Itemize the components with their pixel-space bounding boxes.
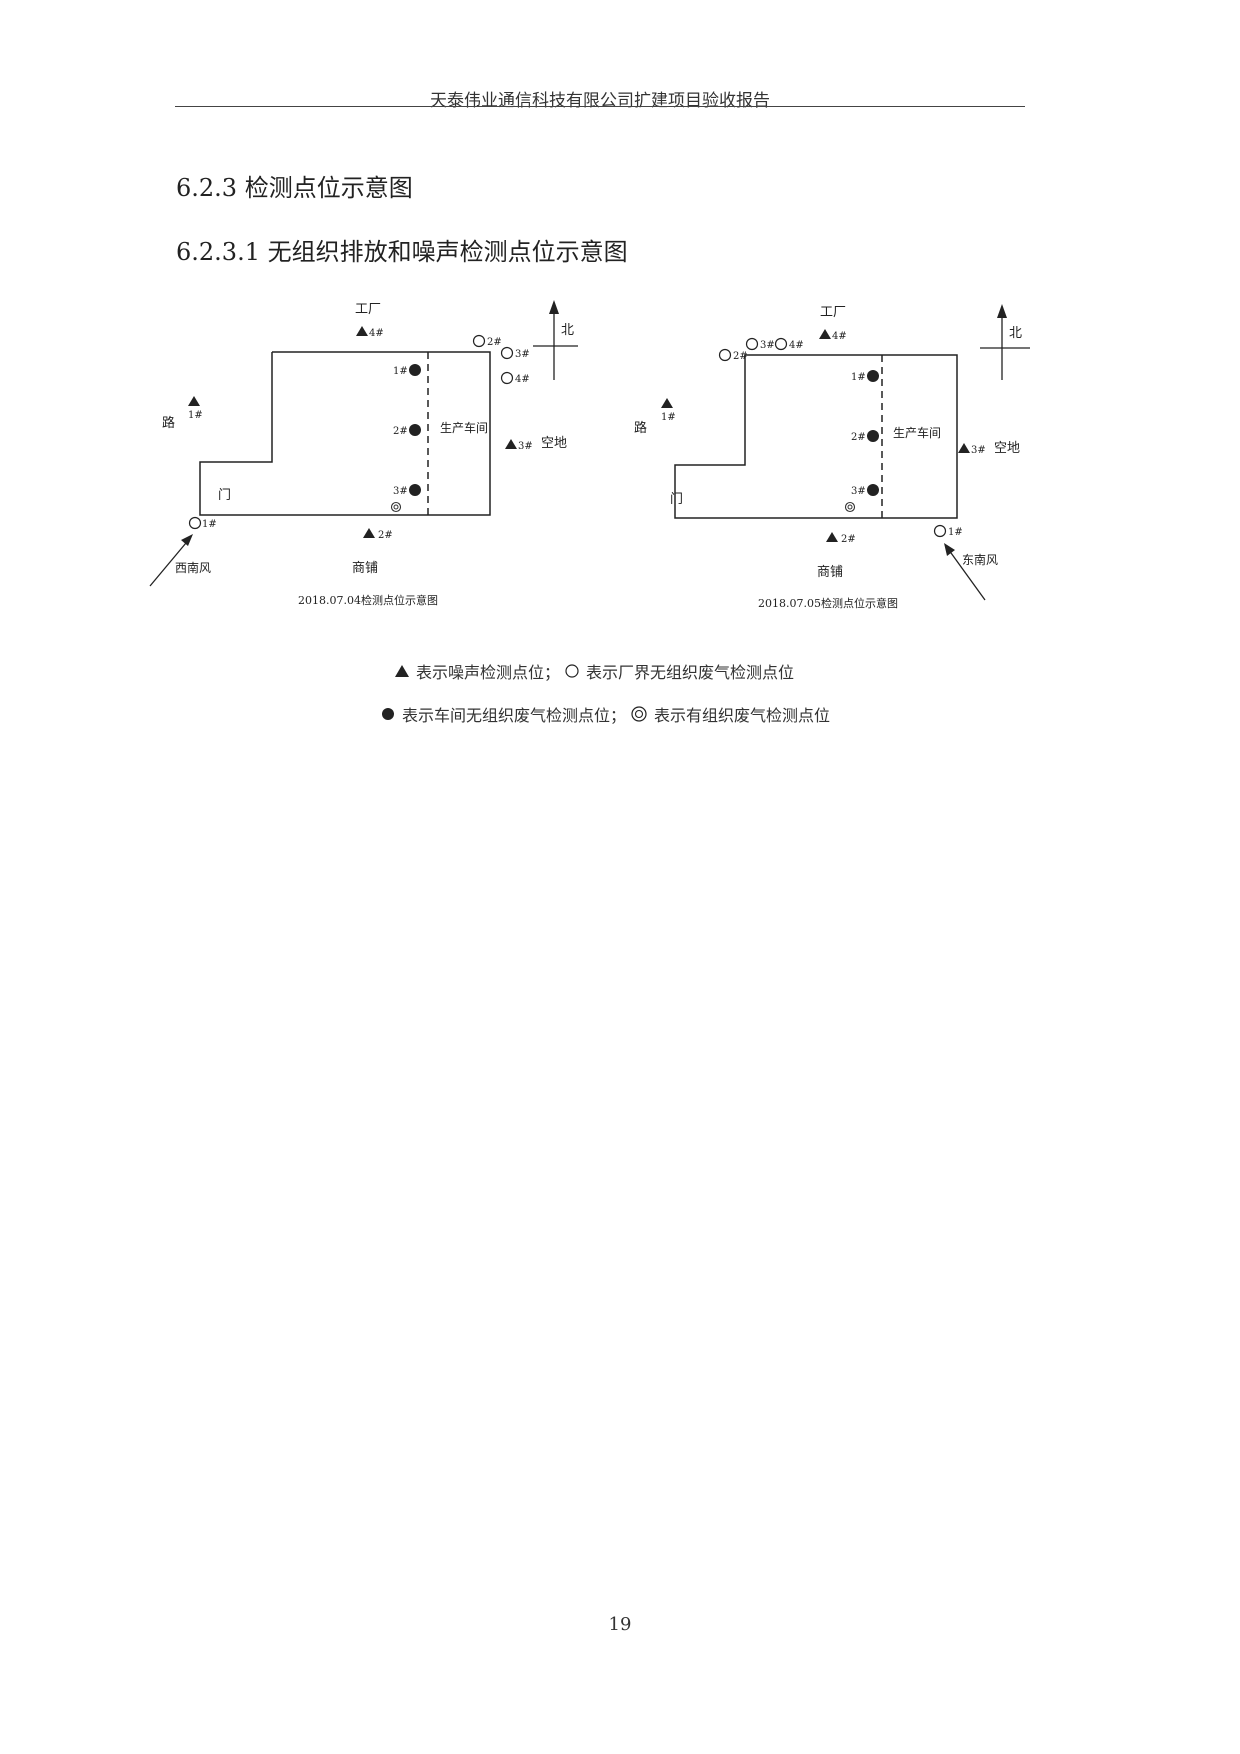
factory-label: 工厂 bbox=[820, 305, 846, 320]
diagram-caption: 2018.07.05检测点位示意图 bbox=[758, 596, 898, 610]
double-circle-icon bbox=[631, 706, 647, 722]
subsection-heading: 6.2.3.1 无组织排放和噪声检测点位示意图 bbox=[176, 238, 628, 266]
workshop-point: 3# bbox=[393, 484, 421, 497]
gate-label: 门 bbox=[218, 488, 231, 503]
factory-label: 工厂 bbox=[355, 302, 381, 317]
noise-point-label: 2# bbox=[841, 534, 856, 545]
noise-point: 4# bbox=[356, 326, 384, 339]
site-boundary bbox=[199, 351, 491, 516]
north-label: 北 bbox=[1009, 326, 1022, 341]
noise-point-label: 4# bbox=[369, 328, 384, 339]
north-arrow-icon bbox=[980, 304, 1030, 380]
workshop-point: 2# bbox=[393, 424, 421, 437]
wind-arrow-icon bbox=[944, 543, 986, 601]
triangle-icon bbox=[395, 665, 409, 677]
wind-label: 西南风 bbox=[175, 560, 211, 575]
filled-circle-icon bbox=[382, 708, 394, 720]
noise-point-label: 2# bbox=[378, 530, 393, 541]
noise-point: 3# bbox=[958, 443, 986, 456]
noise-point: 3# bbox=[505, 439, 533, 452]
page-number: 19 bbox=[608, 1614, 632, 1635]
noise-point: 2# bbox=[826, 532, 856, 545]
boundary-point-label: 4# bbox=[515, 374, 530, 385]
noise-point-label: 3# bbox=[518, 441, 533, 452]
legend-workshop: 表示车间无组织废气检测点位； bbox=[402, 706, 627, 725]
legend-boundary: 表示厂界无组织废气检测点位 bbox=[586, 663, 795, 682]
road-label: 路 bbox=[162, 415, 175, 431]
diagram-right: 北 工厂 路 空地 商铺 门 生产车间 1# 2# 3# 4# 1# 2# bbox=[634, 304, 1030, 610]
workshop-point-label: 1# bbox=[851, 372, 866, 383]
boundary-point: 3# bbox=[500, 346, 530, 360]
noise-point: 2# bbox=[363, 528, 393, 541]
workshop-point: 3# bbox=[851, 484, 879, 497]
monitoring-points-figure: 北 工厂 路 空地 商铺 门 生产车间 1# 2# 3# 4# 1# bbox=[149, 300, 1030, 610]
boundary-point: 1# bbox=[188, 516, 217, 530]
boundary-point: 4# bbox=[774, 337, 804, 351]
open-land-label: 空地 bbox=[541, 436, 567, 451]
shop-label: 商铺 bbox=[817, 565, 843, 580]
boundary-point-label: 4# bbox=[789, 340, 804, 351]
wind-label: 东南风 bbox=[962, 552, 998, 567]
road-label: 路 bbox=[634, 420, 647, 436]
workshop-point-label: 1# bbox=[393, 366, 408, 377]
header-rule bbox=[175, 106, 1025, 107]
open-land-label: 空地 bbox=[994, 441, 1020, 456]
diagram-left: 北 工厂 路 空地 商铺 门 生产车间 1# 2# 3# 4# 1# bbox=[149, 300, 578, 607]
boundary-point-label: 3# bbox=[760, 340, 775, 351]
noise-point: 1# bbox=[188, 396, 203, 421]
organized-point-icon bbox=[390, 501, 402, 513]
shop-label: 商铺 bbox=[352, 561, 378, 576]
noise-point: 4# bbox=[819, 329, 847, 342]
workshop-point: 2# bbox=[851, 430, 879, 443]
organized-point-icon bbox=[844, 501, 856, 513]
legend-noise: 表示噪声检测点位； bbox=[416, 663, 561, 682]
boundary-point-label: 3# bbox=[515, 349, 530, 360]
north-label: 北 bbox=[561, 323, 574, 338]
boundary-point: 2# bbox=[472, 334, 502, 348]
boundary-point: 1# bbox=[933, 524, 963, 538]
legend-organized: 表示有组织废气检测点位 bbox=[654, 706, 831, 725]
site-boundary bbox=[674, 354, 958, 519]
boundary-point-label: 2# bbox=[733, 351, 748, 362]
diagram-caption: 2018.07.04检测点位示意图 bbox=[298, 593, 438, 607]
boundary-point: 4# bbox=[500, 371, 530, 385]
boundary-point-label: 2# bbox=[487, 337, 502, 348]
workshop-point: 1# bbox=[393, 364, 421, 377]
section-heading: 6.2.3 检测点位示意图 bbox=[176, 174, 413, 202]
boundary-point-label: 1# bbox=[948, 527, 963, 538]
boundary-point: 2# bbox=[718, 348, 748, 362]
gate-label: 门 bbox=[670, 492, 683, 507]
wind-arrow-icon bbox=[149, 534, 193, 587]
legend-row-2: 表示车间无组织废气检测点位； 表示有组织废气检测点位 bbox=[380, 702, 830, 726]
open-circle-icon bbox=[565, 664, 579, 678]
north-arrow-icon bbox=[533, 300, 578, 380]
boundary-point-label: 1# bbox=[202, 519, 217, 530]
noise-point-label: 3# bbox=[971, 445, 986, 456]
noise-point-label: 1# bbox=[188, 410, 203, 421]
noise-point-label: 4# bbox=[832, 331, 847, 342]
noise-point-label: 1# bbox=[661, 412, 676, 423]
boundary-point: 3# bbox=[745, 337, 775, 351]
workshop-point-label: 3# bbox=[393, 486, 408, 497]
workshop-point-label: 3# bbox=[851, 486, 866, 497]
workshop-label: 生产车间 bbox=[440, 420, 488, 435]
workshop-point: 1# bbox=[851, 370, 879, 383]
legend-row-1: 表示噪声检测点位； 表示厂界无组织废气检测点位 bbox=[394, 659, 794, 683]
workshop-point-label: 2# bbox=[393, 426, 408, 437]
workshop-point-label: 2# bbox=[851, 432, 866, 443]
noise-point: 1# bbox=[661, 398, 676, 423]
workshop-label: 生产车间 bbox=[893, 425, 941, 440]
